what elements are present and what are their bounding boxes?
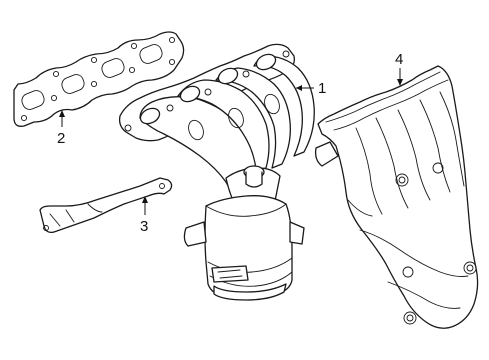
exhaust-manifold [118,43,315,301]
callout-label-2: 2 [57,130,65,147]
support-bracket [39,177,173,234]
manifold-gasket [13,31,185,127]
callout-1: 1 [296,80,326,97]
callout-label-1: 1 [318,80,326,97]
callout-label-3: 3 [140,218,148,235]
leader-arrow-1 [296,85,302,91]
callout-3: 3 [140,196,148,235]
callout-label-4: 4 [395,51,403,68]
leader-arrow-2 [59,110,65,117]
callout-4: 4 [395,51,403,86]
heat-shield [314,65,479,329]
callout-2: 2 [57,110,65,147]
leader-arrow-3 [142,196,148,203]
leader-arrow-4 [397,79,403,86]
